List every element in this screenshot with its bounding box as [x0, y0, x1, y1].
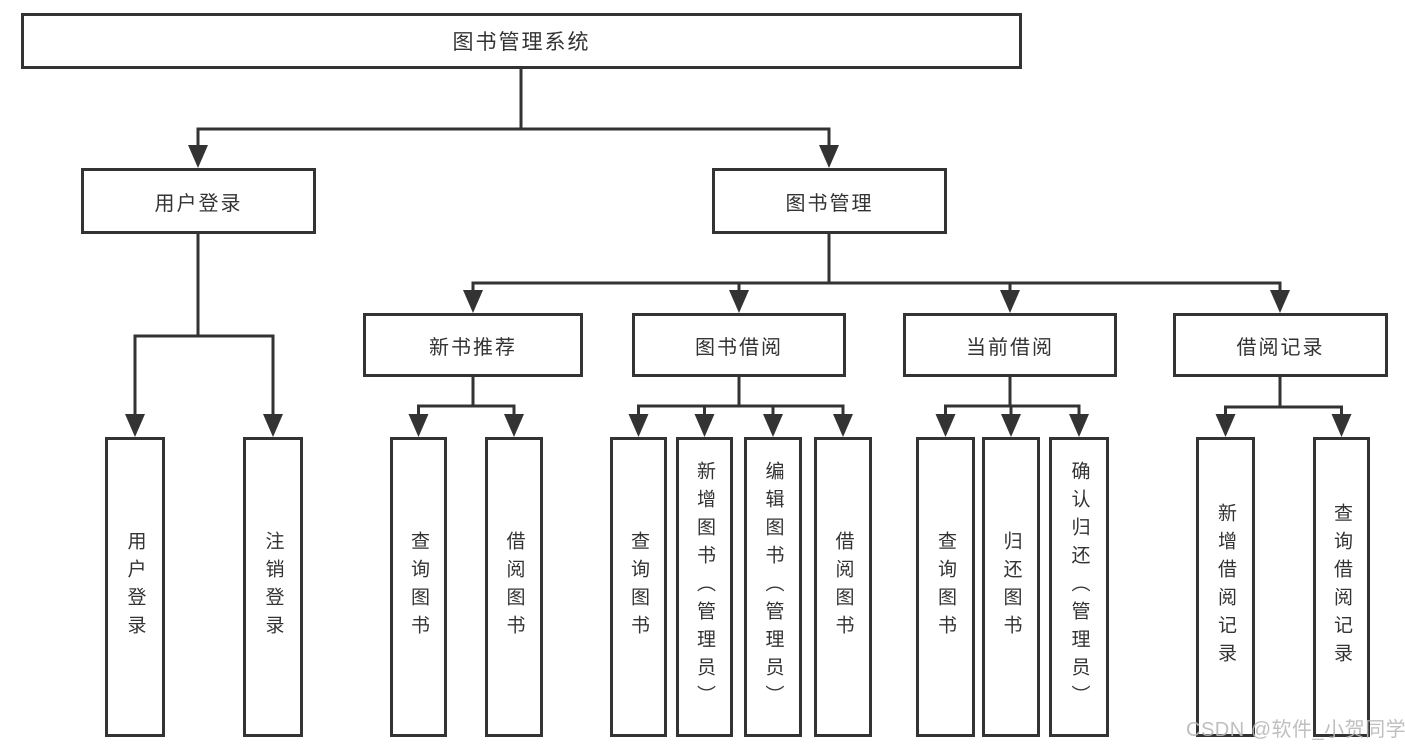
connector-newbook-to-leaves [417, 377, 516, 418]
leaf-add-borrow-record: 新增借阅记录 [1196, 437, 1255, 737]
leaf-user-login: 用户登录 [105, 437, 165, 737]
connector-root-to-level2 [196, 69, 831, 150]
connector-current-to-leaves [944, 377, 1081, 418]
leaf-query-borrow-record: 查询借阅记录 [1313, 437, 1370, 737]
leaf-query-books-rec: 查询图书 [390, 437, 447, 737]
leaf-edit-books-admin: 编辑图书（管理员） [744, 437, 802, 737]
node-user-login: 用户登录 [81, 168, 316, 234]
connector-bookmgmt-to-level3 [471, 234, 1282, 294]
node-library-management-system: 图书管理系统 [21, 13, 1022, 69]
leaf-confirm-return-admin: 确认归还（管理员） [1049, 437, 1109, 737]
arrowheads [125, 145, 1352, 437]
csdn-watermark: CSDN @软件_小贺同学 [1186, 719, 1405, 741]
node-book-management: 图书管理 [712, 168, 947, 234]
leaf-logout: 注销登录 [243, 437, 303, 737]
connector-userlogin-to-leaves [133, 234, 275, 418]
node-new-book-recommendation: 新书推荐 [363, 313, 583, 377]
leaf-query-books-borrow: 查询图书 [610, 437, 667, 737]
leaf-add-books-admin: 新增图书（管理员） [676, 437, 733, 737]
leaf-borrow-books: 借阅图书 [814, 437, 872, 737]
node-borrowing-records: 借阅记录 [1173, 313, 1388, 377]
leaf-borrow-books-rec: 借阅图书 [485, 437, 543, 737]
node-current-borrowing: 当前借阅 [903, 313, 1117, 377]
leaf-return-books: 归还图书 [982, 437, 1040, 737]
connector-borrow-to-leaves [637, 377, 845, 418]
connector-records-to-leaves [1224, 377, 1343, 418]
leaf-query-books-current: 查询图书 [916, 437, 975, 737]
node-book-borrowing: 图书借阅 [632, 313, 846, 377]
